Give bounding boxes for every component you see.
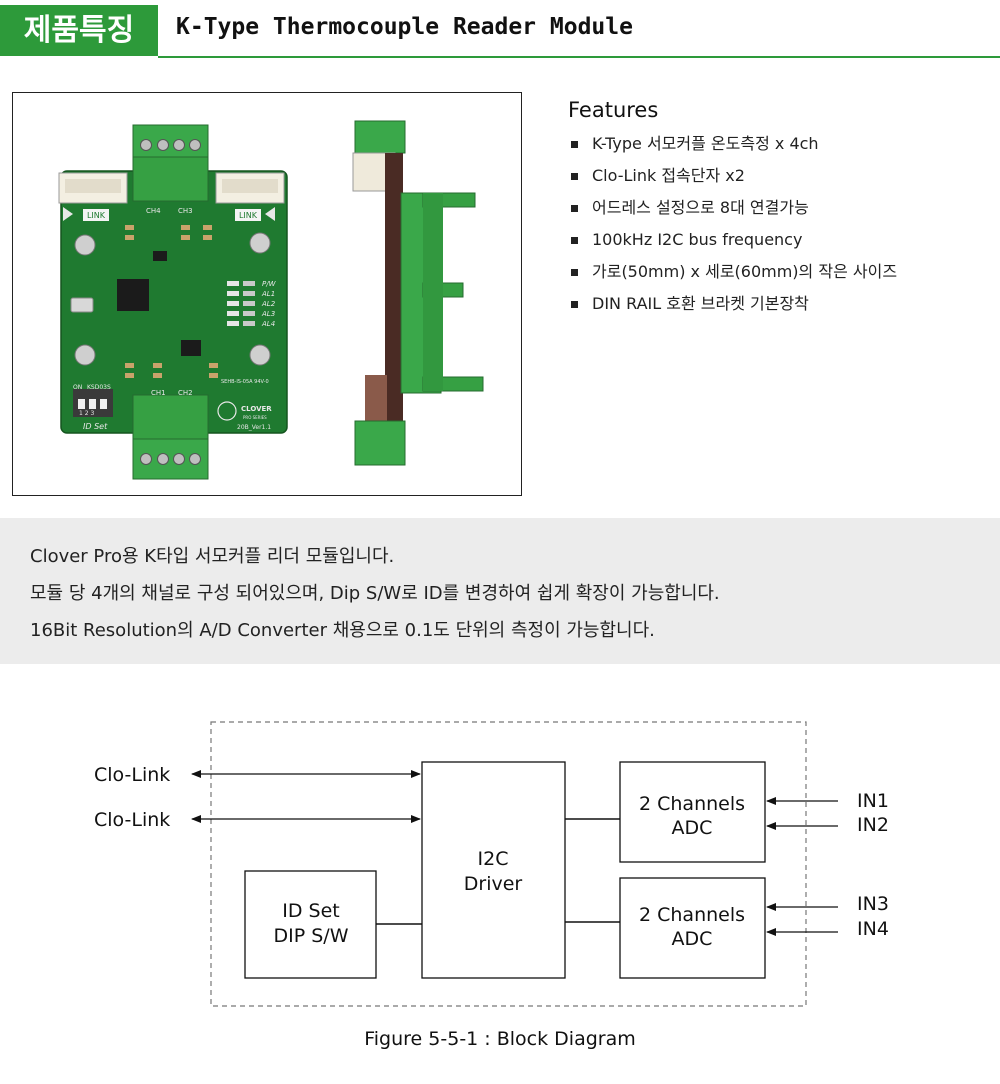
feature-text: 가로(50mm) x 세로(60mm)의 작은 사이즈 <box>592 262 898 281</box>
feature-item: DIN RAIL 호환 브라켓 기본장착 <box>568 288 988 320</box>
clolink-label-1: Clo-Link <box>94 764 170 786</box>
feature-item: 가로(50mm) x 세로(60mm)의 작은 사이즈 <box>568 256 988 288</box>
dip-number-label: 1 2 3 <box>79 410 94 417</box>
description-line: Clover Pro용 K타입 서모커플 리더 모듈입니다. <box>30 546 395 567</box>
feature-text: DIN RAIL 호환 브라켓 기본장착 <box>592 294 809 313</box>
description-line: 모듈 당 4개의 채널로 구성 되어있으며, Dip S/W로 ID를 변경하여… <box>30 583 720 604</box>
module-boundary <box>210 721 807 1007</box>
feature-text: 100kHz I2C bus frequency <box>592 230 803 249</box>
page-title: K-Type Thermocouple Reader Module <box>176 14 633 40</box>
bullet-icon <box>571 237 578 244</box>
figure-caption: Figure 5-5-1 : Block Diagram <box>364 1028 636 1050</box>
bullet-icon <box>571 205 578 212</box>
adc-block-1 <box>619 761 766 863</box>
page-header: 제품특징 K-Type Thermocouple Reader Module <box>0 0 1000 58</box>
pw-label: P/W <box>262 280 277 288</box>
feature-text: K-Type 서모커플 온도측정 x 4ch <box>592 134 819 153</box>
i2c-label-2: Driver <box>464 873 523 895</box>
version-label: 20B_Ver1.1 <box>237 424 271 431</box>
al3-label: AL3 <box>261 310 275 318</box>
link-label-right: LINK <box>239 211 258 220</box>
pcb-side-view <box>352 120 484 466</box>
in1-label: IN1 <box>857 790 889 812</box>
product-photo: LINK LINK CH4 CH3 CH1 CH2 <box>12 92 522 496</box>
bullet-icon <box>571 301 578 308</box>
pcb-code-label: SEHB-IS-05A 94V-0 <box>221 379 269 385</box>
description-line: 16Bit Resolution의 A/D Converter 채용으로 0.1… <box>30 620 655 641</box>
description-band: Clover Pro용 K타입 서모커플 리더 모듈입니다. 모듈 당 4개의 … <box>0 518 1000 664</box>
clover-logo-icon <box>217 401 237 421</box>
ch2-label: CH2 <box>178 389 193 397</box>
dip-on-label: ON <box>73 384 82 391</box>
brand-sub-label: PRO SERIES <box>243 415 267 420</box>
features-list: K-Type 서모커플 온도측정 x 4ch Clo-Link 접속단자 x2 … <box>568 128 988 320</box>
feature-item: 어드레스 설정으로 8대 연결가능 <box>568 192 988 224</box>
bullet-icon <box>571 173 578 180</box>
feature-text: 어드레스 설정으로 8대 연결가능 <box>592 198 809 217</box>
in3-label: IN3 <box>857 893 889 915</box>
brand-label: CLOVER <box>241 405 272 413</box>
feature-item: Clo-Link 접속단자 x2 <box>568 160 988 192</box>
ch1-label: CH1 <box>151 389 166 397</box>
id-set-block <box>244 870 377 979</box>
adc1-label-2: ADC <box>672 817 713 839</box>
adc2-label-1: 2 Channels <box>639 904 745 926</box>
al2-label: AL2 <box>261 300 276 308</box>
al4-label: AL4 <box>261 320 275 328</box>
pcb-front: LINK LINK CH4 CH3 CH1 CH2 <box>58 124 288 480</box>
bullet-icon <box>571 269 578 276</box>
ch4-label: CH4 <box>146 207 161 215</box>
dip-part-label: KSD03S <box>87 384 111 391</box>
ch3-label: CH3 <box>178 207 193 215</box>
in2-label: IN2 <box>857 814 889 836</box>
id-set-label: ID Set <box>83 422 108 431</box>
bullet-icon <box>571 141 578 148</box>
feature-item: K-Type 서모커플 온도측정 x 4ch <box>568 128 988 160</box>
block-diagram: I2C Driver ID Set DIP S/W 2 Channels ADC… <box>0 700 1000 1084</box>
block-diagram-svg: I2C Driver ID Set DIP S/W 2 Channels ADC… <box>94 721 889 1007</box>
in4-label: IN4 <box>857 918 889 940</box>
feature-text: Clo-Link 접속단자 x2 <box>592 166 745 185</box>
features-heading: Features <box>568 98 659 122</box>
id-set-label-1: ID Set <box>282 900 339 922</box>
product-illustration: LINK LINK CH4 CH3 CH1 CH2 <box>58 120 484 480</box>
i2c-driver-block <box>421 761 566 979</box>
clolink-label-2: Clo-Link <box>94 809 170 831</box>
section-tag: 제품특징 <box>0 5 158 56</box>
al1-label: AL1 <box>261 290 275 298</box>
i2c-label-1: I2C <box>478 848 509 870</box>
adc2-label-2: ADC <box>672 928 713 950</box>
header-rule <box>158 56 1000 58</box>
id-set-label-2: DIP S/W <box>274 925 349 947</box>
features-section: Features K-Type 서모커플 온도측정 x 4ch Clo-Link… <box>568 98 988 320</box>
adc-block-2 <box>619 877 766 979</box>
adc1-label-1: 2 Channels <box>639 793 745 815</box>
link-label-left: LINK <box>87 211 106 220</box>
feature-item: 100kHz I2C bus frequency <box>568 224 988 256</box>
